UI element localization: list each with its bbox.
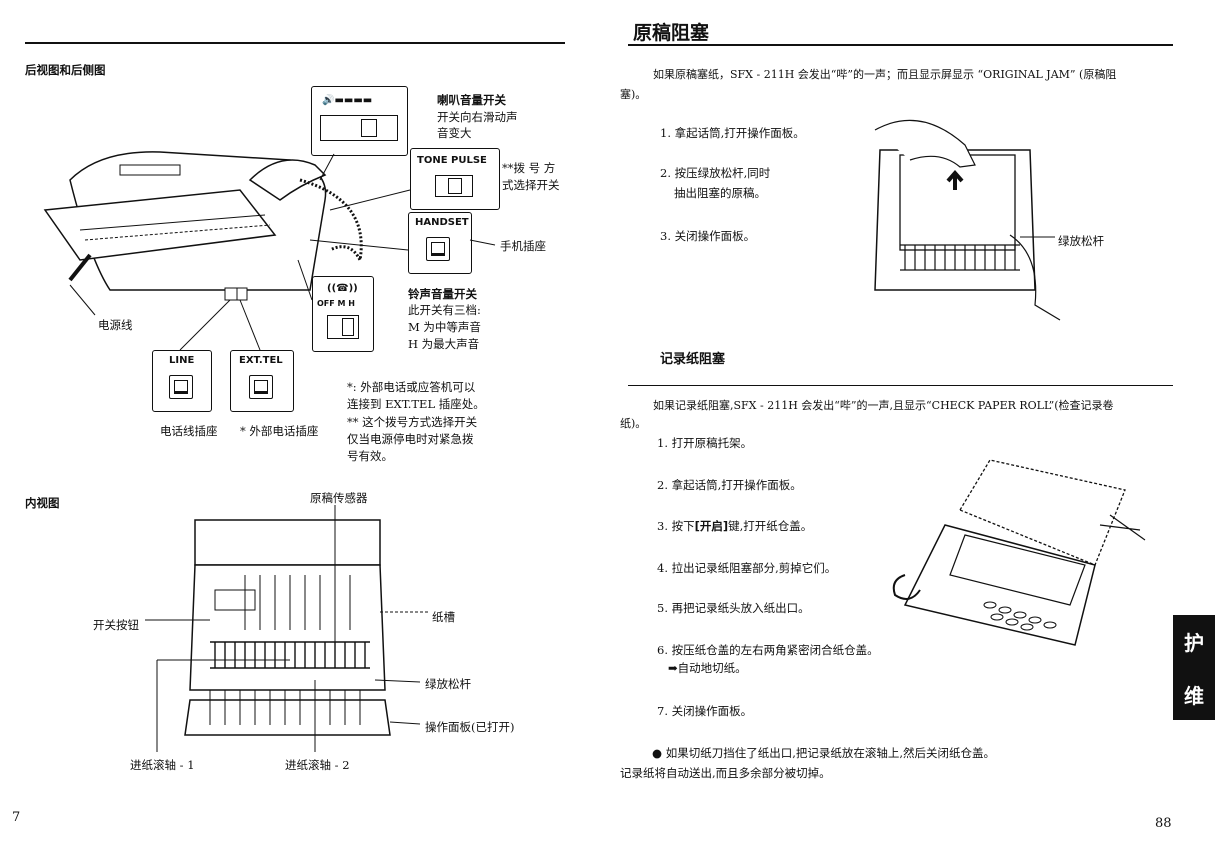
dial-mode-note-2: 式选择开关: [502, 178, 560, 192]
side-tab-char-2: 维: [1184, 683, 1204, 708]
section-inner-view: 内视图: [25, 496, 60, 510]
handset-label: HANDSET: [415, 217, 469, 228]
doc-jam-step-2a: 2. 按压绿放松杆,同时: [660, 166, 771, 180]
doc-jam-step-3: 3. 关闭操作面板。: [660, 229, 756, 243]
panel-open-label: 操作面板(已打开): [425, 720, 515, 734]
page-number-left: 7: [12, 810, 21, 825]
maintenance-side-tab: 护 维: [1173, 615, 1215, 720]
paper-jam-step-4: 4. 拉出记录纸阻塞部分,剪掉它们。: [657, 561, 837, 575]
intro-line-1: 如果原稿塞纸，SFX - 211H 会发出“哔”的一声；而且显示屏显示 “ORI…: [653, 68, 1117, 81]
inner-leader-lines: [145, 505, 428, 752]
line-label: LINE: [169, 355, 195, 366]
speaker-slider: [320, 115, 398, 141]
speaker-volume-panel: 🔊▬▬▬▬: [311, 86, 408, 156]
left-top-rule: [25, 42, 565, 44]
paper-jam-step-6: 6. 按压纸仓盖的左右两角紧密闭合纸仓盖。: [657, 643, 879, 657]
green-lever-label-left: 绿放松杆: [425, 677, 471, 691]
note-5: 号有效。: [347, 449, 393, 463]
note-1: *: 外部电话或应答机可以: [347, 380, 476, 394]
ringer-desc-3: H 为最大声音: [408, 337, 480, 351]
green-lever-label-right: 绿放松杆: [1058, 234, 1104, 248]
paper-jam-step-5: 5. 再把记录纸头放入纸出口。: [657, 601, 810, 615]
line-jack-text: 电话线插座: [160, 424, 218, 438]
paper-jam-rule: [628, 385, 1173, 386]
fax-rear-illustration: [43, 151, 363, 301]
bullet-note-1: ● 如果切纸刀挡住了纸出口,把记录纸放在滚轴上,然后关闭纸仓盖。: [652, 746, 995, 760]
paper-jam-intro-1: 如果记录纸阻塞,SFX - 211H 会发出“哔”的一声,且显示“CHECK P…: [653, 399, 1114, 412]
page-number-right: 88: [1155, 816, 1172, 831]
tone-pulse-label: TONE PULSE: [417, 155, 487, 166]
roller-2-label: 进纸滚轴 - 2: [285, 758, 350, 772]
line-jack-icon: [169, 375, 193, 399]
note-3: ** 这个拨号方式选择开关: [347, 415, 478, 429]
bullet-note-2: 记录纸将自动送出,而且多余部分被切掉。: [620, 766, 831, 780]
speaker-icon: 🔊▬▬▬▬: [322, 95, 373, 106]
ext-tel-jack-icon: [249, 375, 273, 399]
tone-pulse-panel: TONE PULSE: [410, 148, 500, 210]
ext-tel-jack-panel: EXT.TEL: [230, 350, 294, 412]
doc-jam-step-2b: 抽出阻塞的原稿。: [674, 186, 766, 200]
document-sensor-label: 原稿传感器: [310, 491, 368, 505]
ringer-volume-panel: ((☎)) OFF M H: [312, 276, 374, 352]
note-4: 仅当电源停电时对紧急拨: [347, 432, 474, 446]
paper-jam-step-2: 2. 拿起话筒,打开操作面板。: [657, 478, 802, 492]
rear-leader-lines: [69, 153, 496, 351]
speaker-volume-desc-2: 音变大: [437, 126, 472, 140]
note-2: 连接到 EXT.TEL 插座处。: [347, 397, 485, 411]
speaker-volume-desc-1: 开关向右滑动声: [437, 110, 518, 124]
section-rear-view: 后视图和后侧图: [25, 63, 106, 77]
handset-jack-panel: HANDSET: [408, 212, 472, 274]
ringer-icon: ((☎)): [327, 283, 358, 294]
speaker-volume-title: 喇叭音量开关: [437, 93, 506, 107]
ext-tel-label: EXT.TEL: [239, 355, 283, 366]
ringer-desc-2: M 为中等声音: [408, 320, 481, 334]
line-jack-panel: LINE: [152, 350, 212, 412]
paper-jam-step-6b: ➡自动地切纸。: [668, 661, 747, 675]
paper-jam-step-7: 7. 关闭操作面板。: [657, 704, 753, 718]
ringer-switch: [327, 315, 359, 339]
paper-jam-intro-2: 纸)。: [620, 417, 647, 430]
step-3-prefix: 3. 按下: [657, 519, 695, 533]
ringer-marks: OFF M H: [317, 299, 355, 308]
paper-jam-subtitle: 记录纸阻塞: [660, 352, 726, 367]
tone-pulse-switch: [435, 175, 473, 197]
power-cord-label: 电源线: [98, 318, 133, 332]
paper-jam-step-3: 3. 按下[开启]键,打开纸仓盖。: [657, 518, 812, 534]
paper-jam-step-1: 1. 打开原稿托架。: [657, 436, 753, 450]
intro-line-2: 塞)。: [620, 88, 647, 101]
dial-mode-note-1: **拨 号 方: [502, 161, 556, 175]
page-title: 原稿阻塞: [633, 22, 710, 44]
step-3-suffix: 键,打开纸仓盖。: [728, 519, 813, 533]
ringer-volume-title: 铃声音量开关: [408, 287, 477, 301]
roller-1-label: 进纸滚轴 - 1: [130, 758, 195, 772]
fax-inner-illustration: [184, 519, 391, 736]
side-tab-char-1: 护: [1184, 630, 1204, 655]
doc-jam-illustration: [874, 119, 1061, 321]
right-title-rule: [628, 44, 1173, 46]
open-key-label: [开启]: [694, 519, 729, 533]
handset-jack-text: 手机插座: [500, 239, 546, 253]
paper-slot-label: 纸槽: [432, 610, 455, 624]
paper-jam-illustration: [892, 459, 1146, 646]
doc-jam-step-1: 1. 拿起话筒,打开操作面板。: [660, 126, 805, 140]
switch-button-label: 开关按钮: [93, 618, 139, 632]
handset-jack-icon: [426, 237, 450, 261]
ext-jack-text: * 外部电话插座: [240, 424, 319, 438]
ringer-desc-1: 此开关有三档:: [408, 303, 481, 317]
